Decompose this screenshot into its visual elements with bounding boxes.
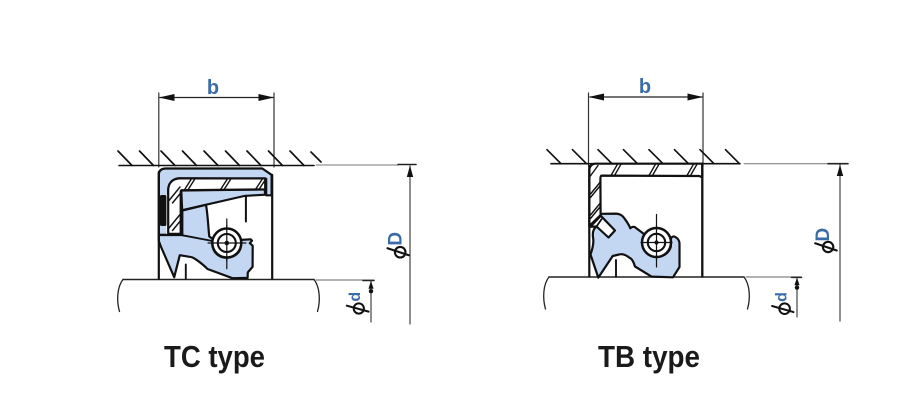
- svg-text:TB type: TB type: [598, 339, 700, 374]
- svg-text:TC type: TC type: [164, 339, 265, 374]
- svg-text:b: b: [639, 76, 651, 98]
- svg-text:d: d: [347, 292, 364, 302]
- svg-text:b: b: [207, 77, 219, 99]
- svg-text:D: D: [813, 228, 834, 242]
- svg-text:d: d: [774, 292, 791, 302]
- svg-text:D: D: [385, 232, 406, 246]
